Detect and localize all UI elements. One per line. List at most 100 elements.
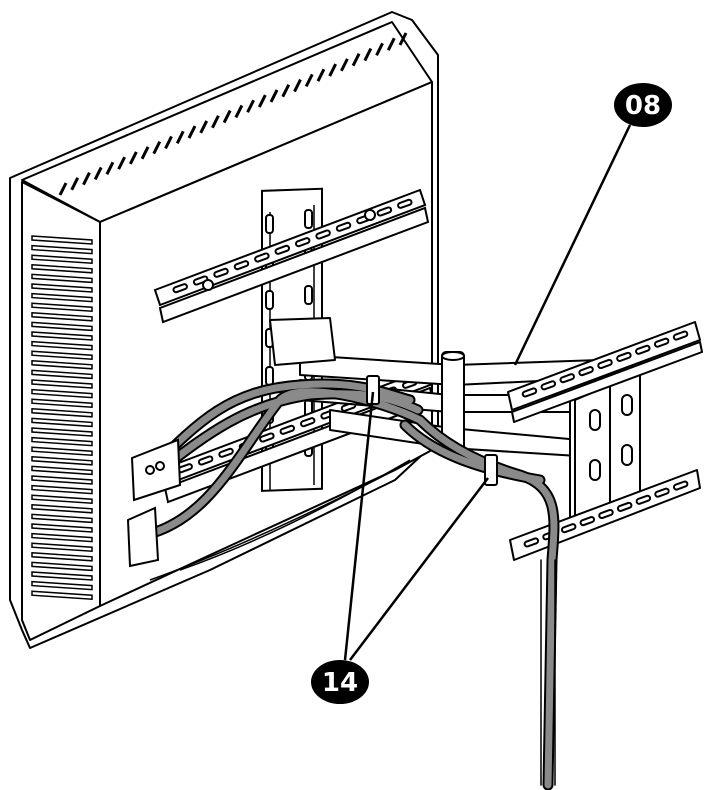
top-vent-slat — [304, 73, 314, 88]
top-vent-slat — [117, 156, 126, 170]
side-vent-slat — [31, 235, 93, 245]
side-vent-slat — [31, 523, 93, 533]
plate-slot — [304, 209, 313, 229]
side-vent-slat — [31, 350, 93, 361]
cable-bundle — [139, 378, 560, 790]
rail-slot — [218, 447, 234, 458]
side-vent-slat — [31, 475, 93, 485]
side-vent-slat — [31, 398, 93, 409]
rail-slot — [578, 366, 594, 377]
top-vent-slat — [175, 130, 185, 144]
top-vent-slat — [164, 135, 173, 150]
rail-slot — [294, 237, 311, 248]
side-vent-slat — [31, 590, 93, 601]
rail-slot — [299, 417, 316, 428]
tv-bracket-hinge — [269, 317, 336, 366]
rail-slot — [213, 267, 229, 278]
rail-slot — [197, 455, 214, 466]
side-vent-slat — [31, 542, 93, 553]
side-vent-slat — [31, 503, 93, 514]
side-vent-slat — [31, 359, 93, 370]
callout-08-label: 08 — [625, 91, 661, 121]
callout-08: 08 — [614, 83, 672, 127]
callout-14-label: 14 — [322, 668, 358, 698]
side-vent-slat — [31, 283, 93, 293]
side-vent-slat — [31, 302, 93, 313]
top-vent-slat — [129, 151, 138, 165]
top-vent-slat — [105, 161, 115, 175]
leader-14-b — [349, 477, 489, 661]
plate-slot — [265, 366, 274, 386]
side-vent-slat — [31, 273, 93, 284]
plate-slot — [304, 285, 313, 305]
side-vent-slat — [31, 311, 93, 322]
rail-slot — [616, 501, 633, 512]
rail-slot — [672, 480, 689, 491]
top-vent-slat — [281, 84, 291, 98]
rail-slot — [598, 508, 614, 520]
side-vent-slat — [31, 455, 93, 466]
side-vent-slat — [31, 571, 93, 581]
cable-clips — [366, 375, 498, 486]
top-vent-slat — [316, 68, 326, 82]
rail-slot — [274, 244, 291, 255]
top-vent-slat — [222, 109, 232, 124]
top-vent-slat — [293, 78, 302, 93]
rail-slot — [376, 206, 393, 217]
side-vent-slat — [31, 407, 93, 418]
rail-slot — [635, 344, 651, 355]
side-vent-slat — [31, 254, 93, 265]
rail-slot — [654, 487, 670, 498]
top-vent-slat — [140, 146, 150, 160]
side-vent-slat — [31, 321, 93, 332]
rail-slot — [397, 198, 413, 209]
side-vent-slat — [31, 532, 93, 543]
upper-mount-rail — [153, 188, 430, 324]
rail-slot — [579, 516, 596, 527]
side-vent-slat — [31, 292, 93, 303]
side-vent-slat — [31, 244, 93, 255]
callout-14: 14 — [311, 660, 369, 704]
callout-08-badge — [614, 83, 672, 127]
top-vent-slat — [386, 37, 396, 51]
rail-slot — [172, 283, 188, 294]
rail-slot — [315, 229, 331, 240]
rail-slot — [192, 275, 209, 286]
top-vent-slat — [375, 42, 384, 57]
callout-leaders — [343, 124, 632, 661]
rail-slot — [254, 252, 270, 263]
top-vent-slat — [93, 166, 103, 181]
side-vent-slat — [31, 427, 93, 437]
side-vent-slat — [31, 484, 93, 495]
side-vent-slat — [31, 494, 93, 505]
callout-14-badge — [311, 660, 369, 704]
side-vent-slat — [31, 388, 93, 399]
side-vent-slat — [31, 379, 93, 389]
top-vent-slat — [211, 115, 220, 129]
rail-slot — [523, 537, 540, 548]
tv-side-vents — [31, 235, 93, 601]
top-vent-slat — [246, 99, 255, 113]
tv-top-vents — [58, 32, 408, 196]
rail-slot — [559, 373, 575, 384]
leader-14-a — [343, 391, 375, 661]
top-vent-slat — [82, 171, 91, 186]
top-vent-slat — [187, 125, 197, 139]
side-vent-slat — [31, 561, 93, 572]
rail-slot — [635, 494, 652, 505]
top-vent-slat — [328, 63, 337, 77]
rail-slot — [233, 260, 250, 271]
plate-slot — [265, 214, 274, 234]
rail-slot — [521, 387, 538, 398]
rail-slot — [540, 380, 557, 391]
side-vent-slat — [31, 513, 93, 524]
plate-slot — [265, 290, 274, 310]
top-vent-slat — [199, 120, 209, 134]
rail-slot — [616, 351, 632, 362]
rail-slot — [279, 424, 296, 435]
side-vent-slat — [31, 580, 93, 591]
top-vent-slat — [58, 182, 68, 196]
top-vent-slat — [152, 140, 162, 155]
rail-slot — [597, 358, 613, 370]
